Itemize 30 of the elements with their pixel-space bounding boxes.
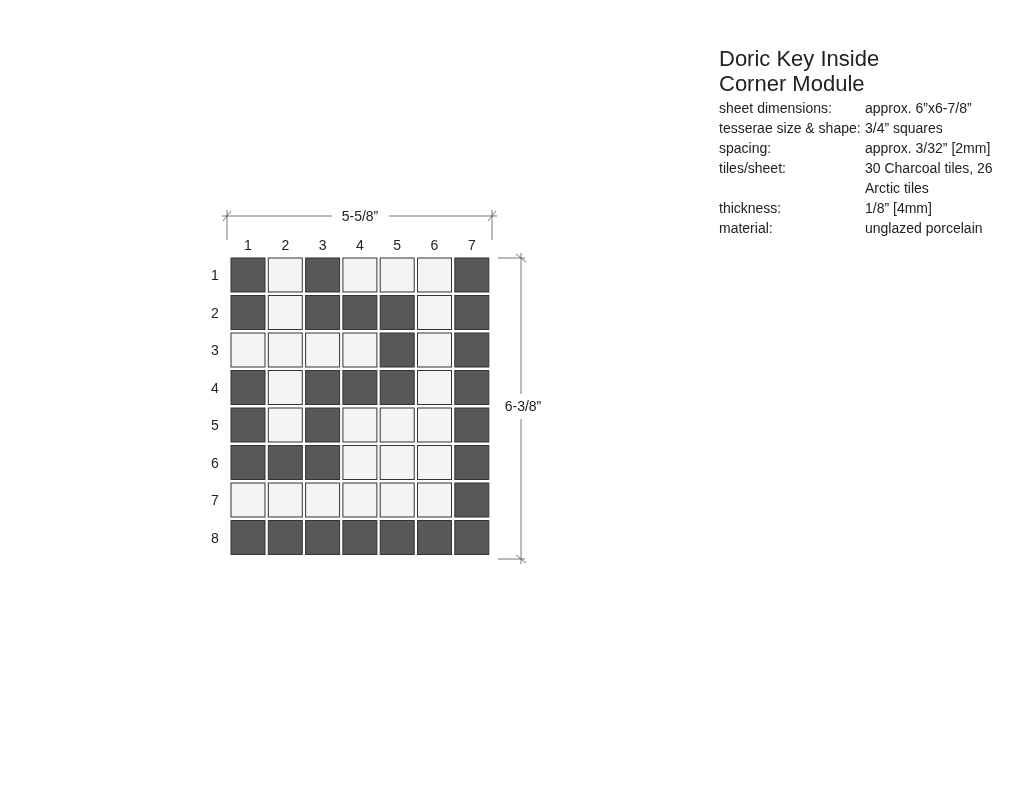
spec-name: thickness: bbox=[719, 199, 783, 218]
title: Doric Key Inside Corner Module bbox=[719, 46, 881, 96]
spec-value: approx. 6”x6-7/8” bbox=[865, 99, 973, 118]
row-number: 3 bbox=[211, 342, 219, 358]
dimension-value: 5-5/8” bbox=[341, 208, 379, 224]
spec-name: spacing: bbox=[719, 139, 773, 158]
column-number: 4 bbox=[356, 237, 364, 253]
column-number: 2 bbox=[281, 237, 290, 253]
row-number: 4 bbox=[211, 379, 219, 396]
column-number: 5 bbox=[393, 237, 402, 253]
column-number: 6 bbox=[430, 237, 439, 253]
column-number: 1 bbox=[244, 237, 252, 253]
dimension-value: 6-3/8” bbox=[504, 398, 542, 414]
row-number: 7 bbox=[211, 492, 219, 508]
spec-value: 3/4” squares bbox=[865, 119, 944, 138]
column-number: 7 bbox=[467, 237, 476, 253]
spec-value: 1/8” [4mm] bbox=[865, 199, 933, 218]
spec-name: material: bbox=[719, 219, 774, 238]
row-number: 5 bbox=[211, 417, 219, 433]
row-number: 2 bbox=[211, 304, 219, 321]
spec-value: approx. 3/32” [2mm] bbox=[865, 139, 992, 158]
spec-name: tiles/sheet: bbox=[719, 159, 787, 178]
spec-value: unglazed porcelain bbox=[865, 219, 984, 238]
spec-name: tesserae size & shape: bbox=[719, 119, 862, 138]
row-number: 1 bbox=[211, 267, 219, 283]
spec-value: 30 Charcoal tiles, 26 Arctic tiles bbox=[865, 159, 994, 198]
column-number: 3 bbox=[318, 237, 327, 253]
row-number: 8 bbox=[211, 529, 219, 546]
spec-name: sheet dimensions: bbox=[719, 99, 833, 118]
row-number: 6 bbox=[211, 454, 219, 471]
